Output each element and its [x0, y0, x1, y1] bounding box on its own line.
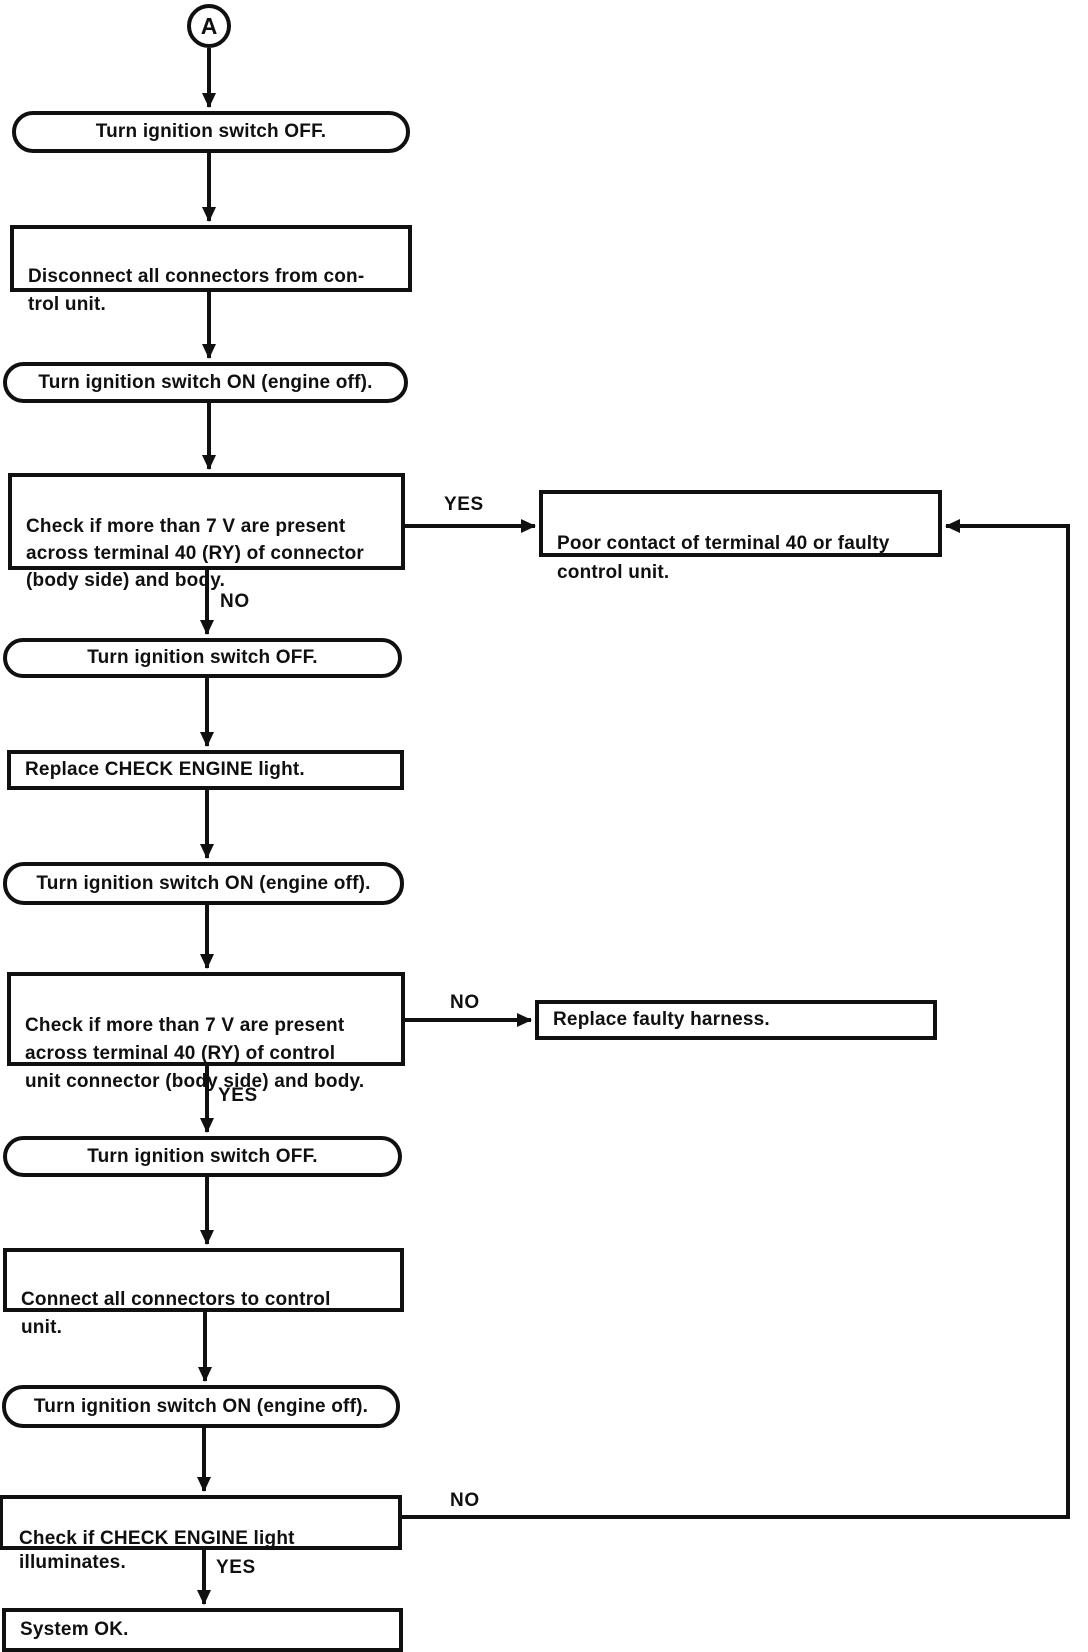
branch-label-no-2: NO: [450, 992, 480, 1013]
node-text: System OK.: [20, 1619, 129, 1640]
node-check-engine-light-illuminates: Check if CHECK ENGINE light illuminates.: [0, 1495, 402, 1573]
branch-label-no-1: NO: [220, 591, 250, 612]
node-text: Turn ignition switch OFF.: [87, 1145, 318, 1167]
node-check-7v-control-unit: Check if more than 7 V are present acros…: [7, 972, 405, 1092]
node-turn-ignition-on-2: Turn ignition switch ON (engine off).: [3, 862, 404, 905]
node-text: Poor contact of terminal 40 or faulty co…: [557, 533, 890, 583]
node-turn-ignition-off-1: Turn ignition switch OFF.: [12, 111, 410, 153]
branch-label-yes-2: YES: [218, 1085, 258, 1106]
node-text: Check if more than 7 V are present acros…: [26, 516, 365, 591]
node-disconnect-connectors: Disconnect all connectors from con- trol…: [10, 225, 412, 315]
node-text: Turn ignition switch ON (engine off).: [33, 1395, 369, 1417]
connector-circle-a: A: [187, 4, 231, 48]
node-text: Check if CHECK ENGINE light illuminates.: [19, 1528, 295, 1573]
branch-label-no-3: NO: [450, 1490, 480, 1511]
node-turn-ignition-off-3: Turn ignition switch OFF.: [3, 1136, 402, 1177]
node-text: Check if more than 7 V are present acros…: [25, 1015, 365, 1092]
node-turn-ignition-on-3: Turn ignition switch ON (engine off).: [2, 1385, 400, 1428]
branch-label-yes-3: YES: [216, 1557, 256, 1578]
node-text: Turn ignition switch ON (engine off).: [38, 371, 373, 393]
node-replace-faulty-harness: Replace faulty harness.: [535, 1000, 937, 1040]
node-text: Disconnect all connectors from con- trol…: [28, 266, 365, 315]
node-check-7v-connector: Check if more than 7 V are present acros…: [8, 473, 405, 591]
node-connect-all-connectors: Connect all connectors to control unit.: [3, 1248, 404, 1338]
node-text: Replace CHECK ENGINE light.: [25, 759, 305, 780]
node-text: Turn ignition switch OFF.: [87, 647, 318, 668]
connector-label: A: [200, 12, 218, 39]
node-system-ok: System OK.: [2, 1608, 403, 1652]
node-text: Turn ignition switch OFF.: [95, 121, 327, 142]
branch-label-yes-1: YES: [444, 494, 484, 515]
edge-check3-no-return-to-poorcontact: [402, 519, 1070, 1519]
node-turn-ignition-on-1: Turn ignition switch ON (engine off).: [3, 362, 408, 403]
node-replace-check-engine-light: Replace CHECK ENGINE light.: [7, 750, 404, 790]
node-text: Replace faulty harness.: [553, 1009, 770, 1030]
node-text: Connect all connectors to control unit.: [21, 1289, 331, 1338]
node-text: Turn ignition switch ON (engine off).: [36, 872, 371, 894]
node-turn-ignition-off-2: Turn ignition switch OFF.: [3, 638, 402, 678]
node-poor-contact-result: Poor contact of terminal 40 or faulty co…: [539, 490, 942, 583]
